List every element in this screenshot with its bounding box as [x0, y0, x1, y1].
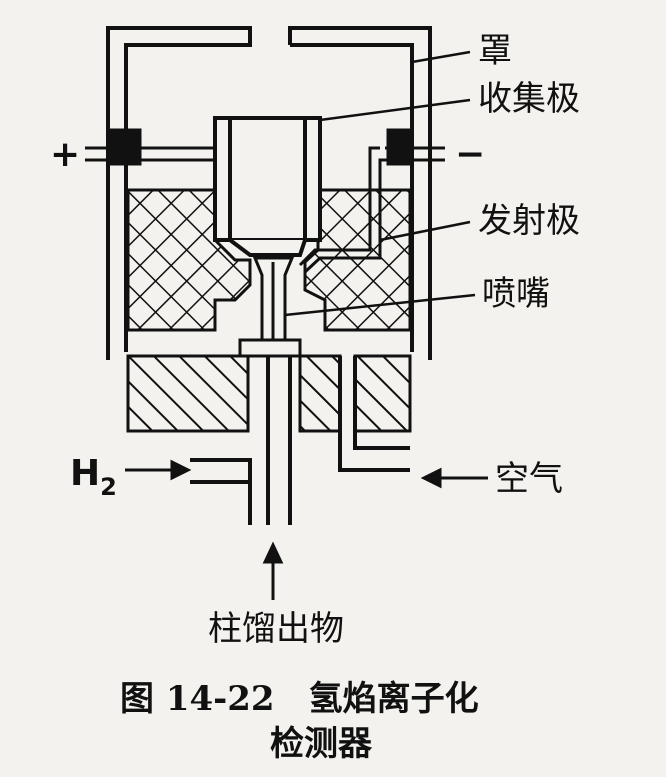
- collector-label: 收集极: [478, 79, 580, 119]
- effluent-arrow: [262, 541, 284, 600]
- h2-label: H2: [70, 453, 117, 501]
- figure-caption-line1: 图 14-22 氢焰离子化: [120, 679, 479, 719]
- air-label: 空气: [495, 459, 563, 499]
- nozzle-label: 喷嘴: [482, 274, 550, 314]
- plus-terminal: [85, 128, 215, 166]
- figure-caption-line2: 检测器: [270, 724, 373, 764]
- air-arrow: [420, 467, 488, 489]
- minus-label: −: [455, 134, 485, 175]
- plus-label: +: [50, 134, 80, 175]
- emitter-label: 发射极: [478, 201, 580, 241]
- inlet-pipes: [190, 356, 410, 525]
- shield-label: 罩: [478, 31, 512, 71]
- collector-electrode: [213, 116, 322, 257]
- h2-arrow: [125, 459, 192, 481]
- emitter-electrode: [298, 128, 445, 274]
- column-effluent-label: 柱馏出物: [208, 609, 344, 649]
- insulator-crosshatch-right: [303, 188, 412, 332]
- leader-lines: [284, 50, 476, 317]
- h2-subscript: 2: [100, 473, 117, 501]
- h2-symbol: H: [70, 453, 100, 494]
- shield-housing: [106, 26, 432, 360]
